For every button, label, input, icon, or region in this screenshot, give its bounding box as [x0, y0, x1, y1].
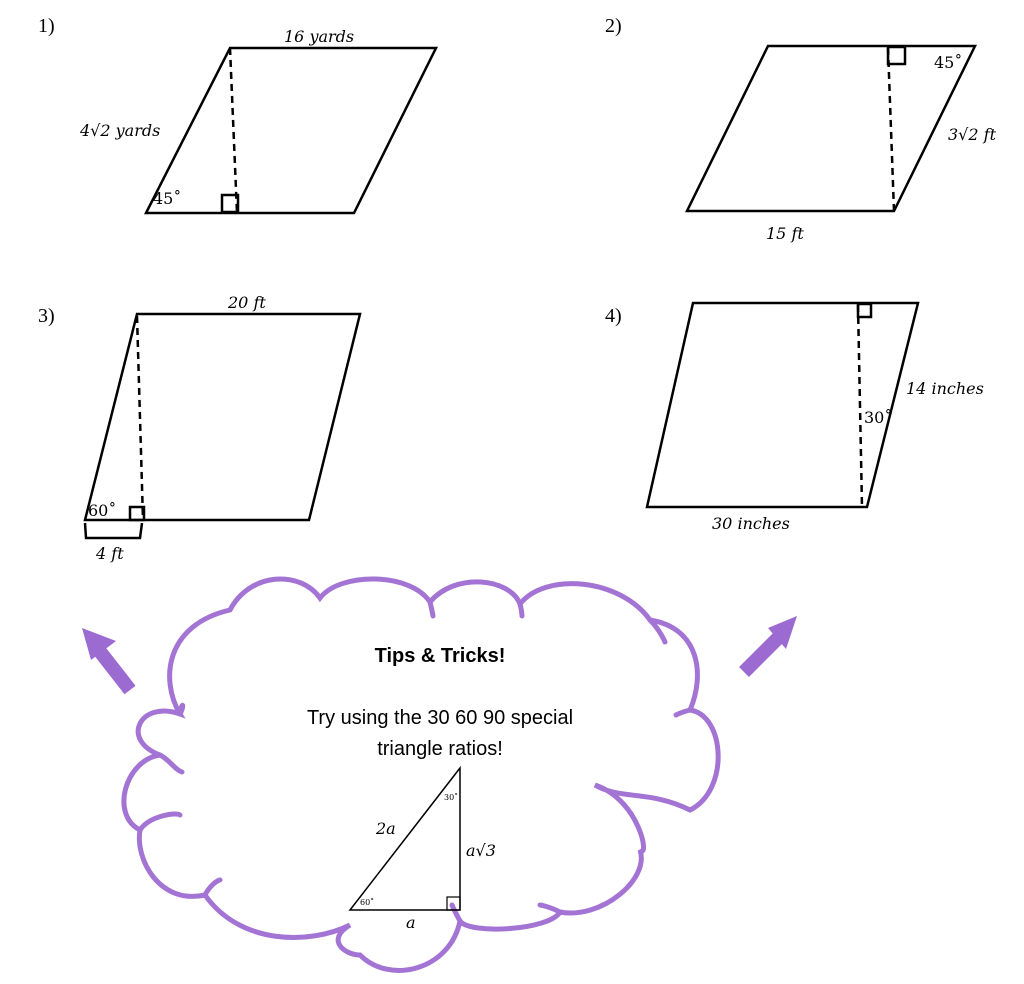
cloud-lobe-10 [537, 902, 563, 915]
cloud-lobe-5 [427, 599, 436, 619]
right-arrow-icon [739, 616, 797, 677]
tips-line-1: Try using the 30 60 90 special [307, 707, 573, 729]
height-line-1 [228, 47, 239, 214]
problem-4-angle-label: 30˚ [864, 408, 892, 427]
cloud-lobe-9 [449, 902, 463, 924]
triangle-short-leg-label: a [406, 913, 416, 932]
cloud-lobe-3 [137, 811, 183, 833]
problem-2-side-label: 3√2 ft [948, 125, 997, 144]
cloud-lobe-7 [647, 617, 668, 645]
right-angle-mark-1 [220, 193, 240, 214]
tips-cloud: Tips & Tricks! Try using the 30 60 90 sp… [121, 576, 721, 973]
parallelogram-4 [645, 301, 920, 509]
special-triangle: 30˚ 60˚ 2a a√3 a [348, 765, 496, 932]
left-arrow-icon [82, 628, 136, 695]
problem-3-offset-label: 4 ft [95, 544, 124, 563]
left-arrow-head [82, 628, 116, 660]
tips-title: Tips & Tricks! [375, 645, 506, 667]
parallelogram-2 [684, 44, 978, 213]
problem-3-angle-label: 60˚ [88, 501, 116, 520]
problem-3: 3) 20 ft 60˚ 4 ft [38, 293, 362, 563]
height-line-2 [886, 47, 896, 212]
problem-4-bottom-label: 30 inches [712, 514, 790, 533]
triangle-right-angle-mark [446, 896, 461, 911]
problem-1-top-label: 16 yards [284, 27, 354, 46]
triangle-angle-60: 60˚ [360, 898, 374, 907]
offset-bracket-3 [83, 522, 144, 540]
cloud-lobe-1 [157, 752, 185, 775]
right-angle-mark-3 [128, 505, 146, 522]
triangle-angle-30: 30˚ [444, 793, 458, 802]
problem-2-number: 2) [605, 15, 622, 37]
cloud-outline [121, 576, 721, 973]
triangle-long-leg-label: a√3 [466, 841, 496, 860]
parallelogram-3 [83, 312, 362, 522]
right-arrow-shaft [739, 631, 785, 677]
height-line-4 [856, 304, 864, 508]
cloud-lobe-4 [202, 877, 223, 898]
tips-line-2: triangle ratios! [377, 738, 503, 760]
triangle-shape [348, 765, 461, 911]
problem-1-side-label: 4√2 yards [79, 121, 160, 140]
right-angle-mark-4 [856, 302, 873, 319]
problem-2-bottom-label: 15 ft [766, 224, 804, 243]
right-arrow-head [768, 616, 797, 649]
parallelogram-1 [143, 46, 439, 215]
problem-4: 4) 30˚ 14 inches 30 inches [605, 301, 984, 533]
triangle-hypotenuse-label: 2a [375, 819, 396, 838]
problem-1-number: 1) [38, 15, 55, 37]
problem-4-number: 4) [605, 305, 622, 327]
problem-1-angle-label: 45˚ [153, 189, 181, 208]
problem-3-number: 3) [38, 305, 55, 327]
height-line-3 [135, 315, 145, 521]
problem-2: 2) 45˚ 3√2 ft 15 ft [605, 15, 997, 243]
left-arrow-shaft [92, 644, 136, 695]
problem-3-top-label: 20 ft [227, 293, 266, 312]
problem-1: 1) 16 yards 4√2 yards 45˚ [38, 15, 439, 215]
problem-2-angle-label: 45˚ [934, 53, 962, 72]
right-angle-mark-2 [886, 45, 907, 66]
cloud-lobe-8 [673, 707, 693, 718]
cloud-lobe-6 [517, 601, 525, 619]
cloud-lobe-2 [177, 702, 186, 717]
problem-4-side-label: 14 inches [906, 379, 984, 398]
